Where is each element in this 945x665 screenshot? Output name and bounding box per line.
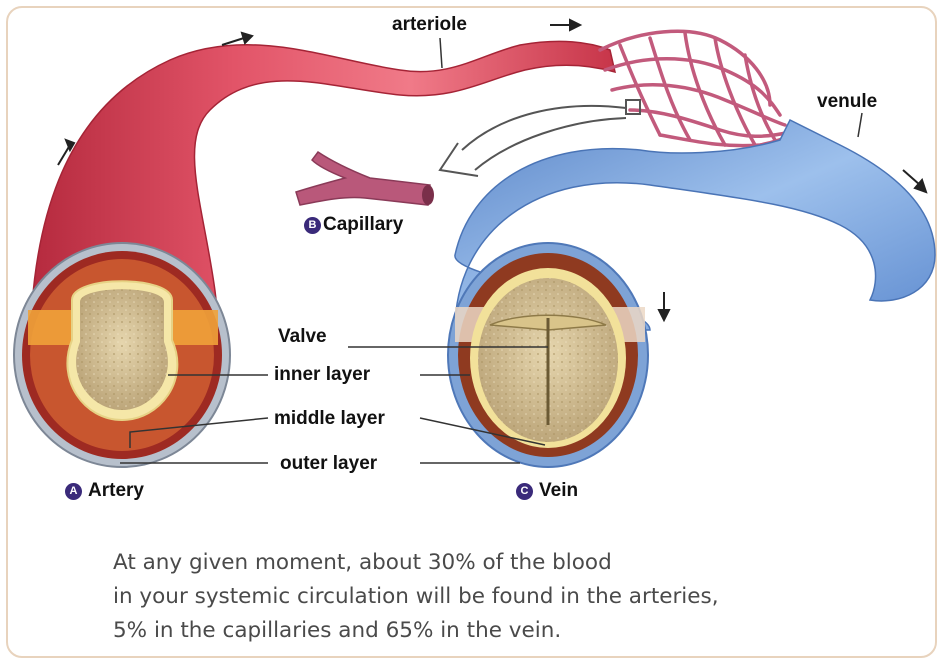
capillary-network: [600, 31, 795, 145]
caption-line-2: in your systemic circulation will be fou…: [113, 580, 923, 614]
badge-c: C: [516, 483, 533, 500]
label-inner-layer: inner layer: [274, 364, 370, 386]
label-valve: Valve: [278, 326, 327, 348]
label-outer-layer: outer layer: [280, 453, 377, 475]
label-artery: A Artery: [65, 480, 144, 502]
label-middle-layer: middle layer: [274, 408, 385, 430]
caption-line-3: 5% in the capillaries and 65% in the vei…: [113, 614, 923, 648]
label-venule: venule: [817, 91, 877, 113]
caption-line-1: At any given moment, about 30% of the bl…: [113, 546, 923, 580]
badge-b: B: [304, 217, 321, 234]
label-vein: C Vein: [516, 480, 578, 502]
badge-a: A: [65, 483, 82, 500]
label-vein-text: Vein: [539, 480, 578, 501]
label-arteriole: arteriole: [392, 14, 467, 36]
capillary-illustration: [296, 152, 434, 205]
label-capillary-text: Capillary: [323, 214, 403, 235]
artery-cross-section: [14, 243, 230, 467]
label-artery-text: Artery: [88, 480, 144, 501]
caption: At any given moment, about 30% of the bl…: [113, 546, 923, 648]
vein-cross-section: [448, 243, 648, 467]
